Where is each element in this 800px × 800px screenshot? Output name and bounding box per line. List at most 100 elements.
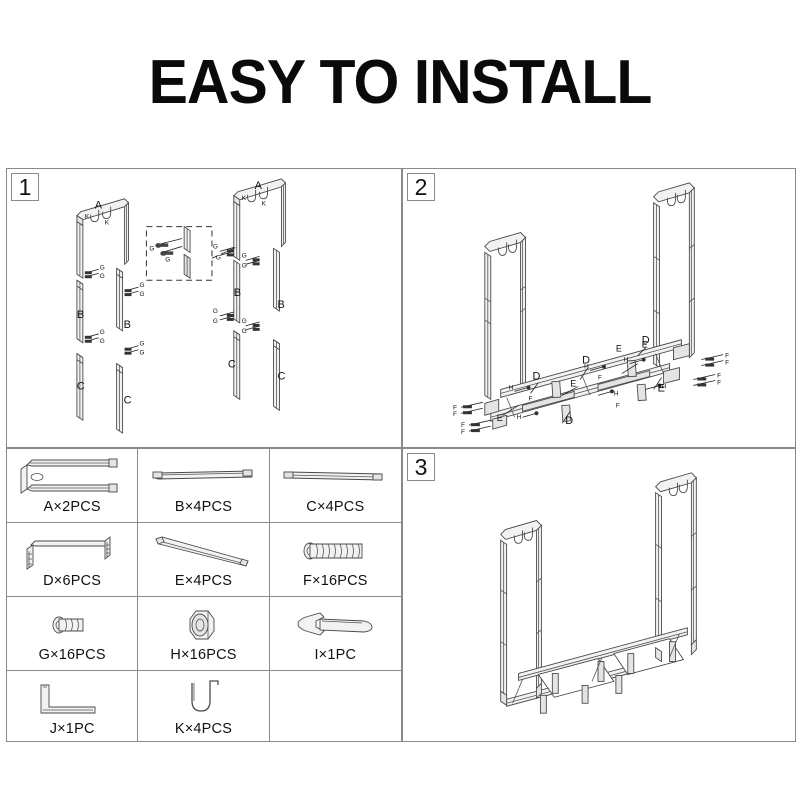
step-2-panel: 2 — [402, 168, 796, 448]
part-label-d: D×6PCS — [43, 573, 102, 589]
part-label-e: E — [616, 344, 622, 354]
part-icon-straight-tube-long — [138, 455, 268, 499]
hook-label: K — [105, 220, 110, 227]
step-3-badge: 3 — [407, 453, 435, 481]
nut-label-h: H — [614, 390, 619, 397]
bolt-label-f: F — [461, 429, 465, 436]
part-label: B — [277, 299, 284, 311]
bolt-label-f: F — [529, 395, 533, 402]
part-cell-c: C×4PCS — [269, 449, 401, 523]
part-cell-d: D×6PCS — [7, 523, 139, 597]
bolt-label-f: F — [453, 411, 457, 418]
screw-label: G — [242, 252, 247, 259]
detail-screw-label: G — [149, 245, 154, 252]
bolt-label-f: F — [616, 402, 620, 409]
screw-label: G — [213, 318, 218, 325]
part-label: B — [234, 287, 241, 299]
step-1-panel: 1 — [6, 168, 402, 448]
part-label-e: E — [497, 413, 503, 423]
part-label-b: B×4PCS — [174, 499, 233, 515]
step-2-badge: 2 — [407, 173, 435, 201]
bolt-label-f: F — [717, 379, 721, 386]
part-icon-bracket-rail — [7, 529, 137, 573]
nut-label-h: H — [584, 364, 589, 371]
part-label: C — [77, 380, 85, 392]
part-label-d: D — [565, 415, 573, 427]
step-1-badge: 1 — [11, 173, 39, 201]
part-label: B — [124, 319, 131, 331]
part-label-d: D — [532, 370, 540, 382]
part-label: C — [228, 359, 236, 371]
part-icon-straight-tube-short — [270, 455, 401, 499]
screw-label: G — [100, 338, 105, 345]
screw-label: G — [139, 291, 144, 298]
screw-label: G — [242, 262, 247, 269]
part-cell-i: I×1PC — [269, 597, 401, 671]
screw-label: G — [242, 328, 247, 335]
part-icon-allen-key — [7, 677, 137, 721]
part-icon-diagonal-bar — [138, 529, 268, 573]
part-label-i: I×1PC — [314, 647, 357, 663]
bolt-label-f: F — [717, 373, 721, 380]
nut-label-h: H — [517, 414, 522, 421]
part-label-c: C×4PCS — [306, 499, 365, 515]
part-label: B — [77, 309, 84, 321]
screw-label: G — [139, 350, 144, 357]
part-label-a: A×2PCS — [43, 499, 101, 515]
instruction-sheet: 1 — [6, 168, 796, 742]
step-1-illustration: A B B C C A B B C C K K K K G G — [7, 169, 401, 447]
screw-label: G — [100, 329, 105, 336]
part-icon-open-end-wrench — [270, 603, 401, 647]
part-icon-short-hex-bolt — [7, 603, 137, 647]
screw-label: G — [100, 264, 105, 271]
part-label-f: F×16PCS — [302, 573, 368, 589]
nut-label-h: H — [624, 357, 629, 364]
part-label-d: D — [642, 335, 650, 347]
part-label: A — [95, 200, 103, 212]
bolt-label-f: F — [461, 422, 465, 429]
screw-label: G — [216, 254, 221, 261]
nut-label-h: H — [662, 383, 667, 390]
part-cell-a: A×2PCS — [7, 449, 139, 523]
part-label-g: G×16PCS — [38, 647, 106, 663]
part-cell-k: K×4PCS — [138, 671, 270, 741]
part-icon-u-shaped-top-frame-tube — [7, 455, 137, 499]
part-cell-b: B×4PCS — [138, 449, 270, 523]
screw-label: G — [139, 282, 144, 289]
bolt-label-f: F — [725, 353, 729, 360]
empty-slot — [270, 677, 401, 737]
part-label: C — [277, 370, 285, 382]
part-label-j: J×1PC — [49, 721, 95, 737]
hook-label: K — [262, 201, 267, 208]
screw-label: G — [100, 273, 105, 280]
step-2-illustration: D D D D E E E E E F F F F F — [403, 169, 795, 447]
step-3-illustration — [403, 449, 795, 741]
part-label-e: E×4PCS — [174, 573, 233, 589]
bolt-label-f: F — [725, 360, 729, 367]
parts-list-grid: A×2PCS B×4PCS — [6, 448, 402, 742]
hook-label: K — [242, 195, 247, 202]
part-label-k: K×4PCS — [174, 721, 233, 737]
part-cell-g: G×16PCS — [7, 597, 139, 671]
hook-label: K — [85, 214, 90, 221]
screw-label: G — [213, 243, 218, 250]
part-icon-j-hook — [138, 677, 268, 721]
bolt-label-f: F — [598, 374, 602, 381]
bolt-label-f: F — [453, 404, 457, 411]
part-cell-j: J×1PC — [7, 671, 139, 741]
page-title: EASY TO INSTALL — [148, 48, 653, 117]
part-label-e: E — [642, 340, 648, 350]
part-label-e: E — [570, 378, 576, 388]
part-label-d: E — [658, 382, 665, 394]
part-cell-f: F×16PCS — [269, 523, 401, 597]
detail-screw-label: G — [165, 256, 170, 263]
part-cell-empty — [270, 671, 401, 741]
part-label-d: D — [582, 355, 590, 367]
part-icon-long-hex-bolt — [270, 529, 401, 573]
part-icon-hex-nut — [138, 603, 268, 647]
screw-label: G — [139, 341, 144, 348]
part-cell-h: H×16PCS — [138, 597, 270, 671]
part-label: A — [255, 180, 263, 192]
nut-label-h: H — [509, 384, 514, 391]
part-label: C — [124, 394, 132, 406]
